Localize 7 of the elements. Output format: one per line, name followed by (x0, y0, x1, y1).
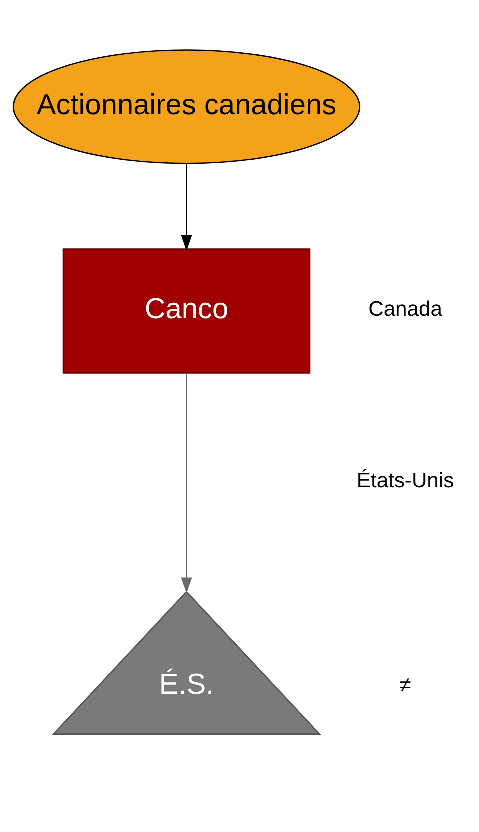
label: Canada (368, 298, 442, 322)
label: États-Unis (356, 470, 454, 493)
node-ellipse: Actionnaires canadiens (12, 50, 361, 164)
label: ≠ (400, 674, 412, 697)
arrow (181, 164, 192, 252)
arrow (181, 373, 192, 594)
node-box: Canco (62, 248, 311, 374)
